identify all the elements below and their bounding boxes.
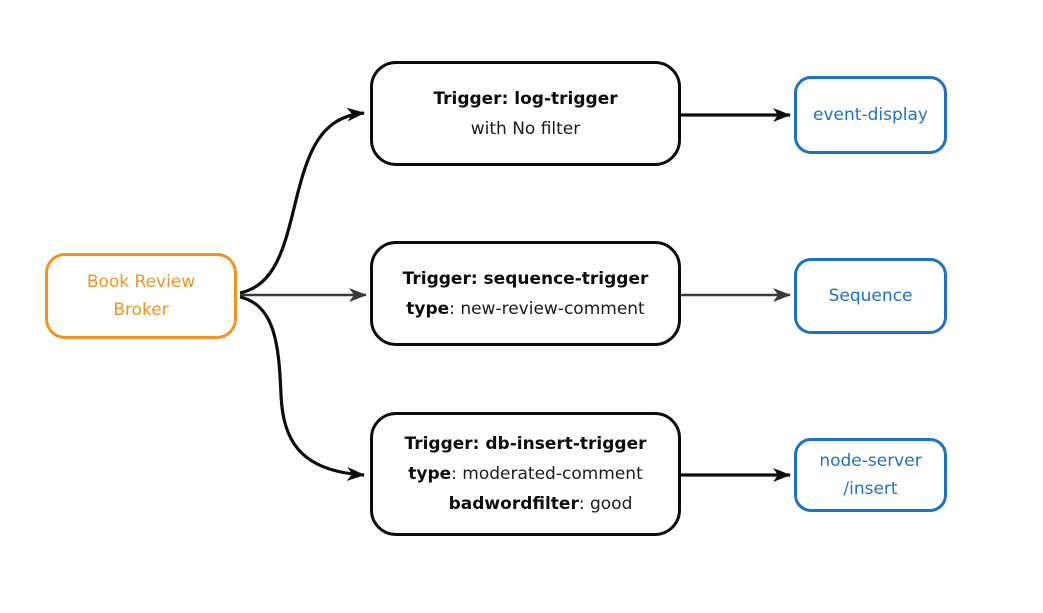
- edge-broker-to-log-trigger: [239, 107, 365, 295]
- trigger-title: Trigger: sequence-trigger: [402, 268, 649, 289]
- sink-node-event-display: event-display: [794, 76, 947, 154]
- trigger-attribute: type: moderated-comment: [408, 464, 643, 484]
- sink-node-sequence: Sequence: [794, 258, 947, 334]
- sink-node-node-server-insert: node-server /insert: [794, 438, 947, 512]
- trigger-subtitle: with No filter: [470, 118, 581, 139]
- sink-label-line2: /insert: [843, 479, 898, 499]
- broker-label-line1: Book Review: [86, 272, 196, 292]
- trigger-node-sequence-trigger: Trigger: sequence-trigger type: new-revi…: [370, 241, 681, 346]
- sink-label: event-display: [813, 105, 928, 125]
- broker-label-line2: Broker: [113, 300, 169, 320]
- broker-node: Book Review Broker: [45, 253, 237, 339]
- trigger-attribute: badwordfilter: good: [448, 494, 633, 514]
- edge-broker-to-db-insert-trigger: [239, 295, 365, 481]
- trigger-node-db-insert-trigger: Trigger: db-insert-trigger type: moderat…: [370, 412, 681, 536]
- sink-label: Sequence: [828, 286, 913, 306]
- trigger-node-log-trigger: Trigger: log-trigger with No filter: [370, 61, 681, 166]
- trigger-title: Trigger: log-trigger: [433, 88, 618, 109]
- trigger-title: Trigger: db-insert-trigger: [404, 434, 647, 454]
- trigger-attribute: type: new-review-comment: [406, 298, 645, 319]
- sink-label-line1: node-server: [819, 451, 922, 471]
